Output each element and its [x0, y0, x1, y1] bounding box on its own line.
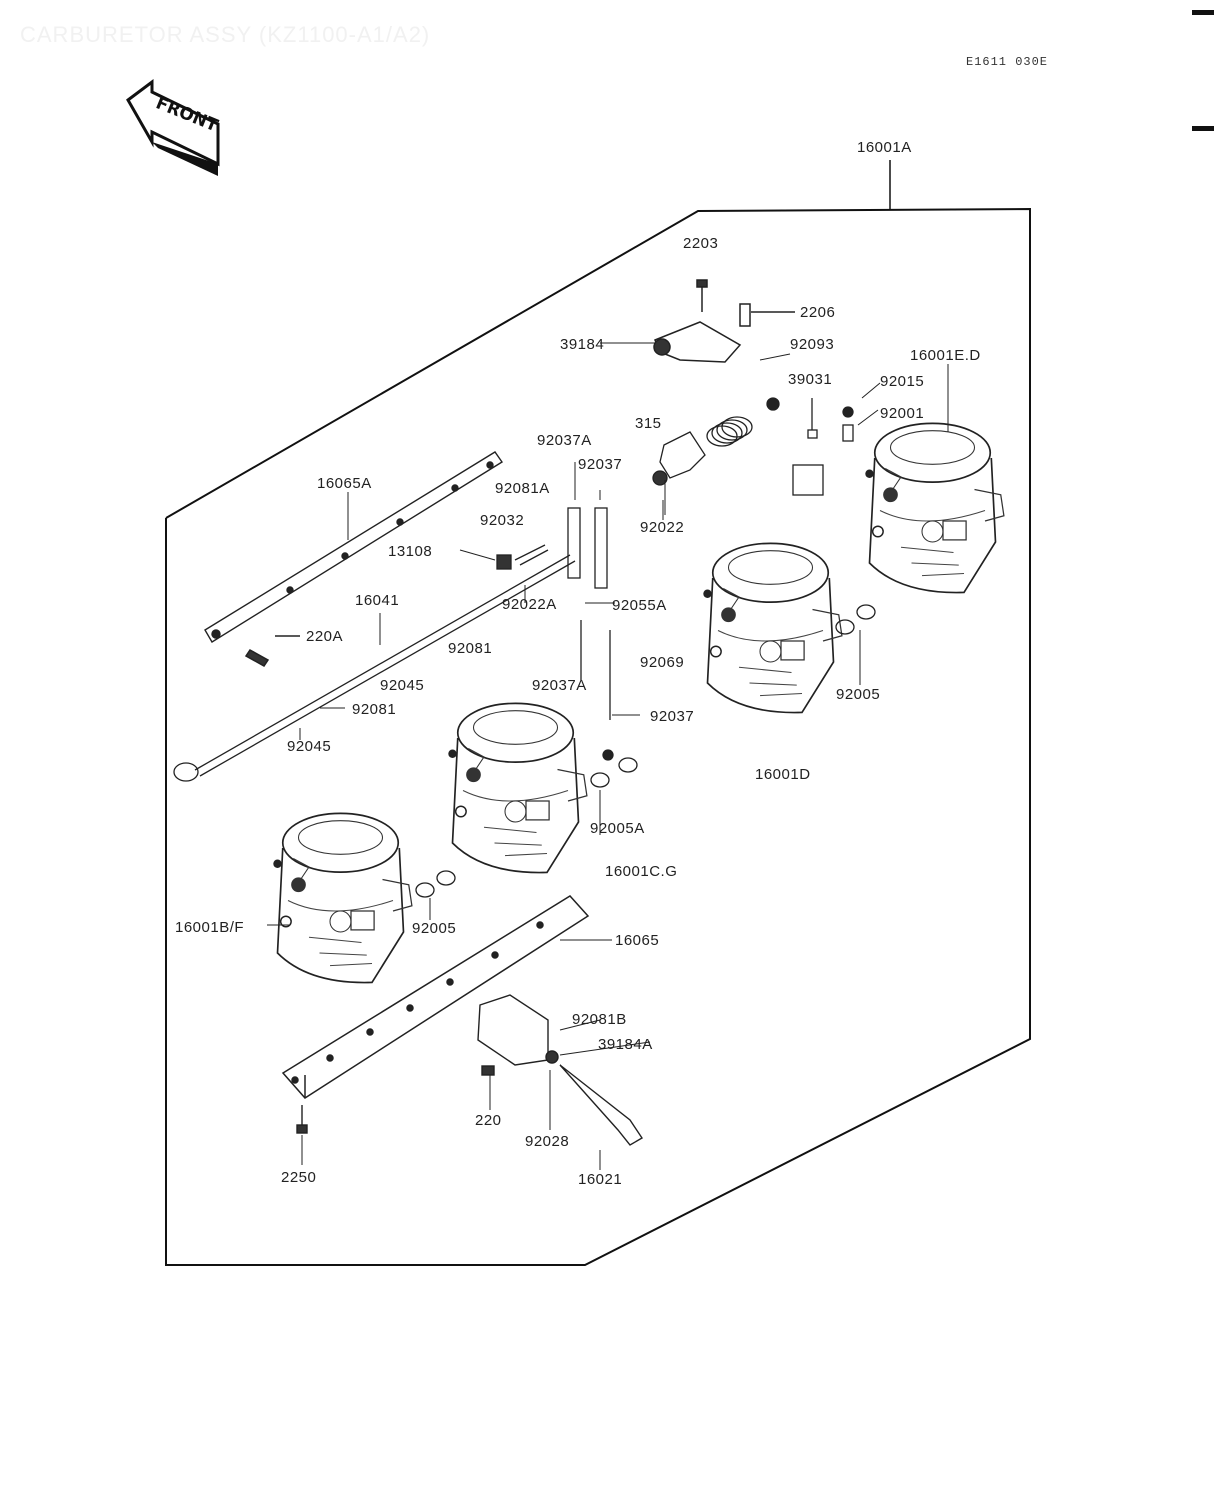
label-92005-right: 92005 [836, 686, 880, 703]
carburetor-upper-middle [702, 542, 843, 714]
carburetor-lower-left [272, 812, 413, 984]
label-2250: 2250 [281, 1169, 316, 1186]
label-92028: 92028 [525, 1133, 569, 1150]
cable-16021 [559, 1064, 643, 1146]
label-16065: 16065 [615, 932, 659, 949]
label-16001A: 16001A [857, 139, 912, 156]
label-92081-upper: 92081 [448, 640, 492, 657]
label-220: 220 [475, 1112, 502, 1129]
leader-lines [267, 342, 949, 1170]
label-16001B: 16001B/F [175, 919, 244, 936]
screw-220A [244, 635, 300, 667]
label-16001C: 16001C.G [605, 863, 677, 880]
bracket-39184 [653, 321, 742, 363]
throttle-bar-16065A [204, 451, 503, 643]
label-92055A: 92055A [612, 597, 667, 614]
label-16021: 16021 [578, 1171, 622, 1188]
label-92093: 92093 [790, 336, 834, 353]
label-220A: 220A [306, 628, 343, 645]
plate-39184A [477, 994, 559, 1066]
label-92005A: 92005A [590, 820, 645, 837]
label-16065A: 16065A [317, 475, 372, 492]
pin-39031 [792, 398, 824, 496]
assembly-boundary [165, 207, 1031, 1266]
label-92022: 92022 [640, 519, 684, 536]
label-92081A: 92081A [495, 480, 550, 497]
label-92015: 92015 [880, 373, 924, 390]
label-92045-lower: 92045 [287, 738, 331, 755]
label-39184: 39184 [560, 336, 604, 353]
label-92081B: 92081B [572, 1011, 627, 1028]
label-16001E: 16001E.D [910, 347, 981, 364]
screw-2203 [696, 279, 708, 312]
label-39031: 39031 [788, 371, 832, 388]
label-92037-lower: 92037 [650, 708, 694, 725]
bracket-16065 [281, 895, 590, 1099]
label-39184A: 39184A [598, 1036, 653, 1053]
edge-mark-top [1192, 10, 1214, 15]
label-92037-upper: 92037 [578, 456, 622, 473]
label-16041: 16041 [355, 592, 399, 609]
label-92081-lower: 92081 [352, 701, 396, 718]
label-13108: 13108 [388, 543, 432, 560]
edge-mark-lower [1192, 126, 1214, 131]
screw-2250 [296, 1105, 308, 1134]
label-92069: 92069 [640, 654, 684, 671]
carburetor-upper-right [864, 422, 1005, 594]
joint-pipes-92005 [415, 604, 876, 898]
rods-92037 [567, 507, 614, 761]
screw-220 [481, 1065, 495, 1076]
label-92037A-lower: 92037A [532, 677, 587, 694]
label-92001: 92001 [880, 405, 924, 422]
screw-2206 [739, 303, 795, 327]
label-2203: 2203 [683, 235, 718, 252]
spring-parts [652, 397, 780, 486]
label-92045-upper: 92045 [380, 677, 424, 694]
small-parts-92015 [842, 406, 854, 442]
label-2206: 2206 [800, 304, 835, 321]
label-16001D: 16001D [755, 766, 811, 783]
carburetor-middle [447, 702, 588, 874]
label-315: 315 [635, 415, 662, 432]
label-92037A-upper: 92037A [537, 432, 592, 449]
reference-code: E1611 030E [966, 55, 1049, 69]
label-92005-left: 92005 [412, 920, 456, 937]
front-arrow-icon: FRONT [126, 79, 221, 176]
diagram-title: CARBURETOR ASSY (KZ1100-A1/A2) [20, 22, 431, 47]
label-92022A: 92022A [502, 596, 557, 613]
part-labels: 16001A 2203 2206 39184 92093 16001E.D 39… [175, 139, 981, 1188]
label-92032: 92032 [480, 512, 524, 529]
shaft-16041 [173, 544, 576, 782]
